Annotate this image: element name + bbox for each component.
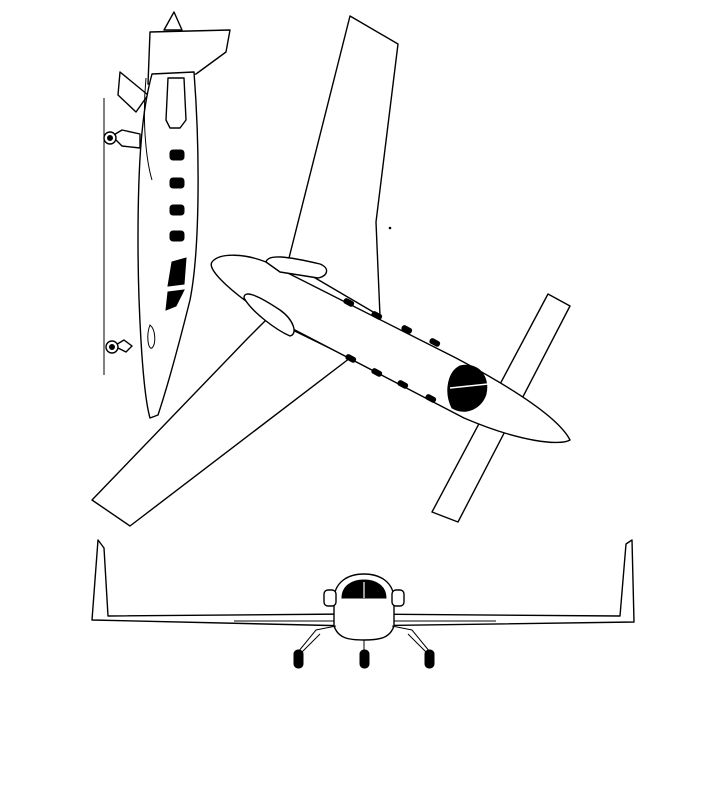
top-view — [91, 15, 571, 527]
top-view-wing-lower — [91, 317, 351, 527]
top-view-window — [425, 394, 437, 403]
top-view-windshield — [447, 364, 488, 412]
side-view-window — [169, 149, 185, 161]
top-view-window — [401, 325, 413, 334]
side-view-nose-gear-leg — [113, 339, 133, 353]
side-view-fin-tip — [163, 11, 183, 31]
side-view — [103, 11, 231, 419]
front-view-gear-strut-left — [297, 625, 337, 653]
front-view — [91, 539, 635, 669]
top-view-engine-nacelle-upper — [265, 256, 328, 279]
top-view-reference-dot — [388, 226, 392, 230]
front-view-wheel-right — [424, 649, 435, 669]
top-view-windshield-divider — [449, 383, 489, 389]
front-view-engine-right — [391, 589, 405, 607]
top-view-window — [371, 368, 383, 377]
side-view-window — [169, 177, 185, 189]
front-view-engine-left — [323, 589, 337, 607]
side-view-engine-nacelle — [165, 77, 187, 129]
top-view-window — [345, 354, 357, 363]
top-view-window — [397, 380, 409, 389]
side-view-windshield — [167, 257, 187, 287]
side-view-window — [169, 230, 185, 242]
side-view-door — [147, 324, 156, 349]
side-view-window — [169, 204, 185, 216]
top-view-window — [429, 338, 441, 347]
side-view-main-wheel-hub — [107, 135, 113, 141]
top-view-wing-upper — [287, 15, 399, 317]
top-view-window — [343, 298, 355, 307]
side-view-main-gear-leg — [111, 129, 141, 149]
side-view-windshield-front — [165, 289, 185, 311]
side-view-wing-fairing — [143, 77, 153, 181]
top-view-window-row-lower — [345, 354, 437, 403]
front-view-wheel-nose — [359, 649, 370, 669]
front-view-wheel-left — [293, 649, 304, 669]
top-view-window — [371, 311, 383, 320]
top-view-window-row-upper — [343, 298, 441, 347]
front-view-gear-strut-right — [391, 625, 431, 653]
side-view-ventral-fin — [117, 71, 149, 113]
top-view-engine-nacelle-lower — [243, 293, 295, 337]
side-view-nose-wheel-hub — [109, 344, 115, 350]
front-view-wing — [91, 539, 635, 627]
